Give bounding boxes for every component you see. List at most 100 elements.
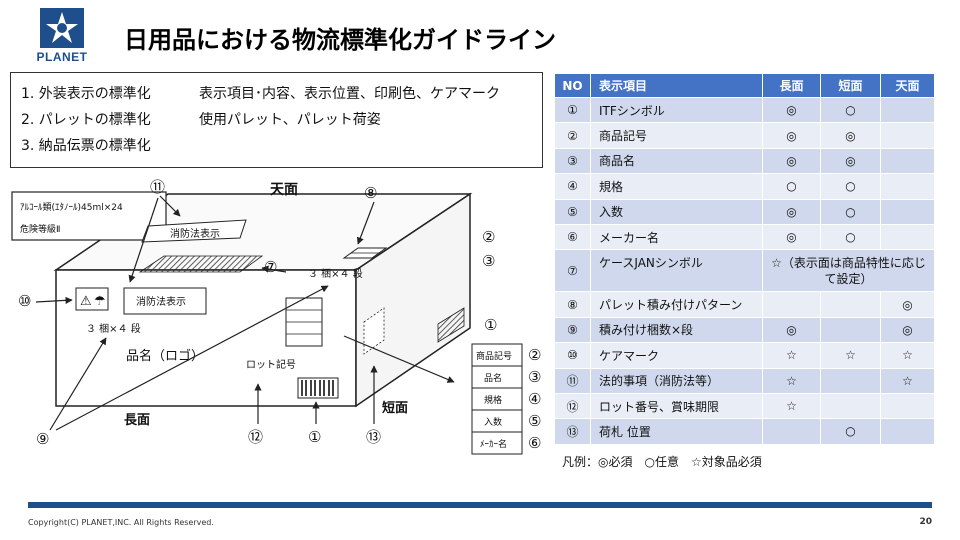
summary-item: 2. パレットの標準化	[21, 112, 151, 128]
cell-top	[880, 418, 935, 445]
table-row: ⑪ 法的事項（消防法等） ☆ ☆	[554, 367, 935, 394]
care-mark	[75, 287, 109, 311]
table-row: ⑩ ケアマーク ☆ ☆ ☆	[554, 342, 935, 369]
cell-long	[762, 291, 821, 318]
cell-short: ○	[820, 96, 881, 124]
summary-row: 2. パレットの標準化 使用パレット、パレット荷姿	[21, 107, 532, 133]
copyright: Copyright(C) PLANET,INC. All Rights Rese…	[28, 518, 214, 527]
cell-top	[880, 173, 935, 200]
cell-top	[880, 223, 935, 251]
cell-top: ◎	[880, 316, 935, 344]
cell-short: ○	[820, 418, 881, 445]
table-row: ⑥ メーカー名 ◎ ○	[554, 223, 935, 251]
marker-1: ①	[308, 428, 321, 446]
table-row: ⑫ ロット番号、賞味期限 ☆	[554, 392, 935, 420]
cell-item: 荷札 位置	[590, 418, 763, 445]
table-row: ⑤ 入数 ◎ ○	[554, 198, 935, 225]
side-item-text: 品名	[484, 372, 502, 384]
summary-desc: 表示項目･内容、表示位置、印刷色、ケアマーク	[199, 86, 500, 102]
summary-desc	[199, 133, 532, 159]
marking-spec-table: NO 表示項目 長面 短面 天面 ① ITFシンボル ◎ ○ ② 商品記号 ◎ …	[554, 73, 935, 445]
marker-1-side: ①	[484, 316, 497, 334]
cell-short: ◎	[820, 147, 881, 175]
side-item-text: 商品記号	[476, 350, 512, 362]
table-row: ⑬ 荷札 位置 ○	[554, 418, 935, 445]
cell-long: ◎	[762, 316, 821, 344]
cell-top	[880, 96, 935, 124]
fire-law-top-text: 消防法表示	[170, 227, 220, 240]
cell-no: ③	[554, 147, 591, 175]
cell-short	[820, 392, 881, 420]
standardization-summary: 1. 外装表示の標準化 表示項目･内容、表示位置、印刷色、ケアマーク 2. パレ…	[10, 72, 543, 168]
cell-item: ケアマーク	[590, 342, 763, 369]
lot-number-text: ロット記号	[246, 358, 296, 371]
itf-barcode-front	[297, 377, 339, 399]
cell-item: パレット積み付けパターン	[590, 291, 763, 318]
cell-item: ITFシンボル	[590, 96, 763, 124]
itf-barcode-side	[437, 307, 465, 343]
fire-law-front-text: 消防法表示	[136, 295, 186, 308]
page-title: 日用品における物流標準化ガイドライン	[124, 26, 556, 54]
cell-long: ◎	[762, 96, 821, 124]
cell-no: ⑤	[554, 198, 591, 225]
fire-law-front-label	[123, 287, 207, 315]
cell-no: ⑪	[554, 367, 591, 394]
table-row: ⑦ ケースJANシンボル ☆（表示面は商品特性に応じて設定）	[554, 249, 935, 293]
table-row: ⑧ パレット積み付けパターン ◎	[554, 291, 935, 318]
cell-item: 商品記号	[590, 122, 763, 149]
cell-item: 規格	[590, 173, 763, 200]
cell-top	[880, 198, 935, 225]
table-header-row: NO 表示項目 長面 短面 天面	[554, 73, 935, 98]
side-item-text: ﾒｰｶｰ名	[480, 438, 507, 450]
cell-no: ⑧	[554, 291, 591, 318]
marker-5: ⑤	[528, 412, 541, 430]
cell-item: ロット番号、賞味期限	[590, 392, 763, 420]
table-row: ④ 規格 ○ ○	[554, 173, 935, 200]
side-item-text: 入数	[484, 416, 502, 428]
header-short: 短面	[820, 73, 881, 98]
cell-short: ○	[820, 198, 881, 225]
cell-no: ①	[554, 96, 591, 124]
diagram-arrows	[35, 195, 455, 431]
planet-logo-icon	[40, 8, 84, 48]
summary-row: 1. 外装表示の標準化 表示項目･内容、表示位置、印刷色、ケアマーク	[21, 81, 532, 107]
cell-top: ☆	[880, 367, 935, 394]
table-row: ① ITFシンボル ◎ ○	[554, 96, 935, 124]
cell-item: 商品名	[590, 147, 763, 175]
cell-long: ☆	[762, 367, 821, 394]
marker-3: ③	[528, 368, 541, 386]
cell-no: ⑫	[554, 392, 591, 420]
danger-class-text: 危険等級Ⅱ	[20, 223, 60, 235]
product-name-text: 品名（ロゴ）	[126, 348, 204, 364]
stack-front-text: ３ 梱×４ 段	[86, 322, 141, 335]
cell-no: ⑬	[554, 418, 591, 445]
planet-logo: PLANET	[26, 8, 98, 66]
long-face-label: 長面	[124, 413, 150, 428]
cell-top	[880, 122, 935, 149]
marker-13: ⑬	[366, 428, 381, 446]
cell-long: ◎	[762, 122, 821, 149]
marker-8: ⑧	[364, 184, 377, 202]
care-mark-icon-2: ☂	[94, 294, 106, 309]
cell-short	[820, 367, 881, 394]
cell-no: ⑨	[554, 316, 591, 344]
marker-12: ⑫	[248, 428, 263, 446]
marker-2: ②	[528, 346, 541, 364]
cell-long: ◎	[762, 223, 821, 251]
case-jan-symbol	[138, 255, 264, 273]
page-number: 20	[919, 517, 932, 527]
logo-text: PLANET	[36, 50, 88, 64]
cell-no: ⑥	[554, 223, 591, 251]
marker-3-top: ③	[482, 252, 495, 270]
product-label-card	[11, 191, 167, 241]
summary-row: 3. 納品伝票の標準化	[21, 133, 532, 159]
header-top: 天面	[880, 73, 935, 98]
cell-long: ◎	[762, 147, 821, 175]
cell-short	[820, 316, 881, 344]
cell-no: ⑦	[554, 249, 591, 293]
cell-note: ☆（表示面は商品特性に応じて設定）	[762, 249, 935, 293]
table-row: ⑨ 積み付け梱数×段 ◎ ◎	[554, 316, 935, 344]
cell-item: メーカー名	[590, 223, 763, 251]
fire-law-top-label	[141, 219, 247, 243]
cell-item: 法的事項（消防法等）	[590, 367, 763, 394]
